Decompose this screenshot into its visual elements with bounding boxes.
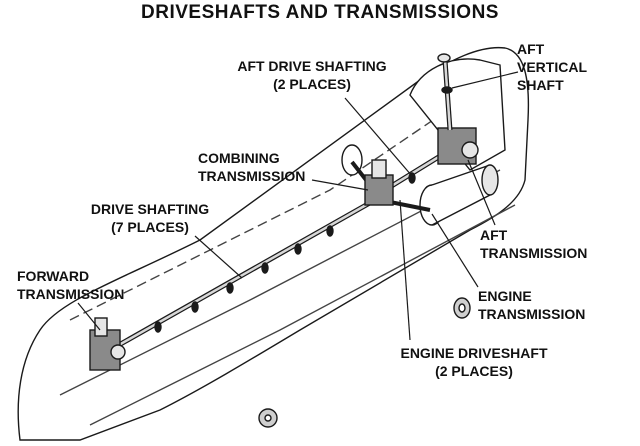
aft-transmission-part	[437, 127, 479, 165]
leader-lines	[77, 71, 519, 341]
forward-transmission-part	[89, 317, 126, 371]
leader-forward-transmission	[77, 302, 101, 331]
label-aft-drive-shafting: AFT DRIVE SHAFTING (2 PLACES)	[237, 58, 387, 92]
aft-pylon	[409, 58, 506, 171]
diagram-title: DRIVESHAFTS AND TRANSMISSIONS	[141, 2, 499, 23]
lower-hull-line-2	[89, 204, 516, 426]
label-engine-transmission: ENGINE TRANSMISSION	[478, 288, 586, 322]
label-aft-transmission: AFT TRANSMISSION	[480, 227, 588, 261]
leader-engine-transmission	[431, 213, 479, 288]
front-landing-gear	[258, 408, 278, 428]
shaft-couplings	[154, 172, 416, 333]
rear-landing-gear	[453, 297, 471, 319]
combining-transmission-part	[364, 159, 394, 206]
fuselage-outline	[17, 46, 530, 441]
label-engine-driveshaft: ENGINE DRIVESHAFT (2 PLACES)	[400, 345, 548, 379]
label-forward-transmission: FORWARD TRANSMISSION	[17, 268, 125, 302]
leader-aft-vertical-shaft	[451, 71, 519, 89]
lower-hull-line	[59, 169, 501, 396]
right-engine-nacelle	[419, 164, 499, 226]
leader-engine-driveshaft	[399, 199, 411, 341]
aft-vertical-shaft-part	[437, 53, 453, 131]
upper-ridge	[69, 94, 471, 321]
leader-combining-transmission	[311, 179, 369, 191]
leader-aft-transmission	[467, 159, 496, 226]
label-combining-transmission: COMBINING TRANSMISSION	[198, 150, 306, 184]
leader-drive-shafting	[194, 235, 243, 279]
label-drive-shafting: DRIVE SHAFTING (7 PLACES)	[90, 201, 210, 235]
leader-aft-drive-shafting	[344, 97, 413, 177]
label-aft-vertical-shaft: AFT VERTICAL SHAFT	[517, 41, 587, 93]
